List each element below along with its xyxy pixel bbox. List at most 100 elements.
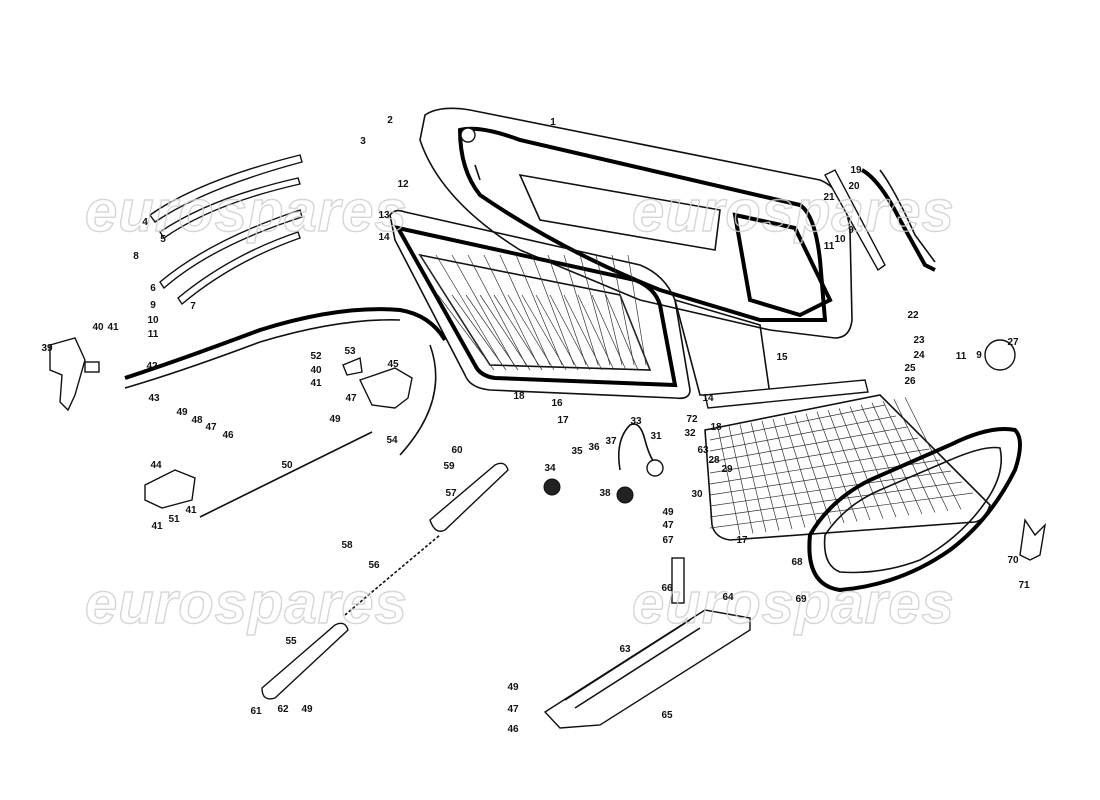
callout-65: 65 bbox=[661, 710, 673, 721]
callout-41: 41 bbox=[310, 378, 322, 389]
callout-9: 9 bbox=[848, 225, 854, 236]
callout-8: 8 bbox=[133, 251, 139, 262]
callout-5: 5 bbox=[160, 234, 166, 245]
callout-66: 66 bbox=[661, 583, 673, 594]
callout-29: 29 bbox=[721, 464, 733, 475]
rear-grille bbox=[704, 379, 991, 541]
side-trim-strips bbox=[149, 154, 303, 306]
callout-38: 38 bbox=[599, 488, 611, 499]
watermark-bottom-right: eurospares bbox=[631, 570, 955, 636]
callout-42: 42 bbox=[146, 361, 158, 372]
callout-46: 46 bbox=[222, 430, 234, 441]
callout-58: 58 bbox=[341, 540, 353, 551]
lock-mechanism bbox=[144, 357, 413, 509]
callout-47: 47 bbox=[507, 704, 519, 715]
tension-spring bbox=[617, 423, 664, 477]
callout-44: 44 bbox=[150, 460, 162, 471]
callout-37: 37 bbox=[605, 436, 617, 447]
gas-strut bbox=[261, 462, 509, 700]
callout-61: 61 bbox=[250, 706, 262, 717]
callout-57: 57 bbox=[445, 488, 457, 499]
callout-69: 69 bbox=[795, 594, 807, 605]
callout-28: 28 bbox=[708, 455, 720, 466]
round-badge bbox=[984, 339, 1016, 371]
callout-54: 54 bbox=[386, 435, 398, 446]
callout-14: 14 bbox=[378, 232, 390, 243]
callout-2: 2 bbox=[387, 115, 393, 126]
callout-10: 10 bbox=[834, 234, 846, 245]
callout-34: 34 bbox=[544, 463, 556, 474]
callout-27: 27 bbox=[1007, 337, 1019, 348]
callout-67: 67 bbox=[662, 535, 674, 546]
callout-21: 21 bbox=[823, 192, 835, 203]
hinge bbox=[49, 337, 100, 412]
watermark-top-left: eurospares bbox=[84, 178, 408, 244]
callout-9: 9 bbox=[150, 300, 156, 311]
callout-70: 70 bbox=[1007, 555, 1019, 566]
callout-20: 20 bbox=[848, 181, 860, 192]
callout-17: 17 bbox=[736, 535, 748, 546]
callout-49: 49 bbox=[301, 704, 313, 715]
right-trim-strips bbox=[824, 168, 936, 272]
callout-41: 41 bbox=[107, 322, 119, 333]
callout-30: 30 bbox=[691, 489, 703, 500]
callout-47: 47 bbox=[345, 393, 357, 404]
callout-25: 25 bbox=[904, 363, 916, 374]
callout-51: 51 bbox=[168, 514, 180, 525]
callout-12: 12 bbox=[397, 179, 409, 190]
callout-32: 32 bbox=[684, 428, 696, 439]
callout-53: 53 bbox=[344, 346, 356, 357]
callout-39: 39 bbox=[41, 343, 53, 354]
callout-10: 10 bbox=[147, 315, 159, 326]
callout-40: 40 bbox=[92, 322, 104, 333]
callout-68: 68 bbox=[791, 557, 803, 568]
callout-35: 35 bbox=[571, 446, 583, 457]
callout-16: 16 bbox=[551, 398, 563, 409]
callout-64: 64 bbox=[722, 592, 734, 603]
watermark-top-right: eurospares bbox=[631, 178, 955, 244]
callout-41: 41 bbox=[151, 521, 163, 532]
lower-channel bbox=[543, 609, 751, 729]
callout-14: 14 bbox=[702, 393, 714, 404]
callout-36: 36 bbox=[588, 442, 600, 453]
callout-71: 71 bbox=[1018, 580, 1030, 591]
curved-seal bbox=[124, 307, 447, 456]
rear-window-assembly bbox=[389, 209, 771, 400]
callout-6: 6 bbox=[150, 283, 156, 294]
callout-49: 49 bbox=[176, 407, 188, 418]
mount-pillar bbox=[671, 557, 685, 604]
callout-52: 52 bbox=[310, 351, 322, 362]
callout-23: 23 bbox=[913, 335, 925, 346]
callout-18: 18 bbox=[710, 422, 722, 433]
callout-9: 9 bbox=[976, 350, 982, 361]
callout-1: 1 bbox=[550, 117, 556, 128]
callout-72: 72 bbox=[686, 414, 698, 425]
callout-7: 7 bbox=[190, 301, 196, 312]
watermark-bottom-left: eurospares bbox=[84, 570, 408, 636]
callout-56: 56 bbox=[368, 560, 380, 571]
callout-49: 49 bbox=[329, 414, 341, 425]
callout-43: 43 bbox=[148, 393, 160, 404]
grille-surround bbox=[807, 427, 1022, 593]
callout-24: 24 bbox=[913, 350, 925, 361]
callout-15: 15 bbox=[776, 352, 788, 363]
callout-11: 11 bbox=[955, 351, 967, 362]
tailgate-frame bbox=[419, 107, 853, 339]
trident-emblem bbox=[1019, 518, 1047, 561]
callout-19: 19 bbox=[850, 165, 862, 176]
callout-46: 46 bbox=[507, 724, 519, 735]
callout-50: 50 bbox=[281, 460, 293, 471]
callout-17: 17 bbox=[557, 415, 569, 426]
callout-41: 41 bbox=[185, 505, 197, 516]
callout-49: 49 bbox=[662, 507, 674, 518]
callout-40: 40 bbox=[310, 365, 322, 376]
callout-63: 63 bbox=[619, 644, 631, 655]
callout-45: 45 bbox=[387, 359, 399, 370]
callout-31: 31 bbox=[650, 431, 662, 442]
callout-18: 18 bbox=[513, 391, 525, 402]
callout-47: 47 bbox=[662, 520, 674, 531]
callout-33: 33 bbox=[630, 416, 642, 427]
callout-47: 47 bbox=[205, 422, 217, 433]
callout-26: 26 bbox=[904, 376, 916, 387]
